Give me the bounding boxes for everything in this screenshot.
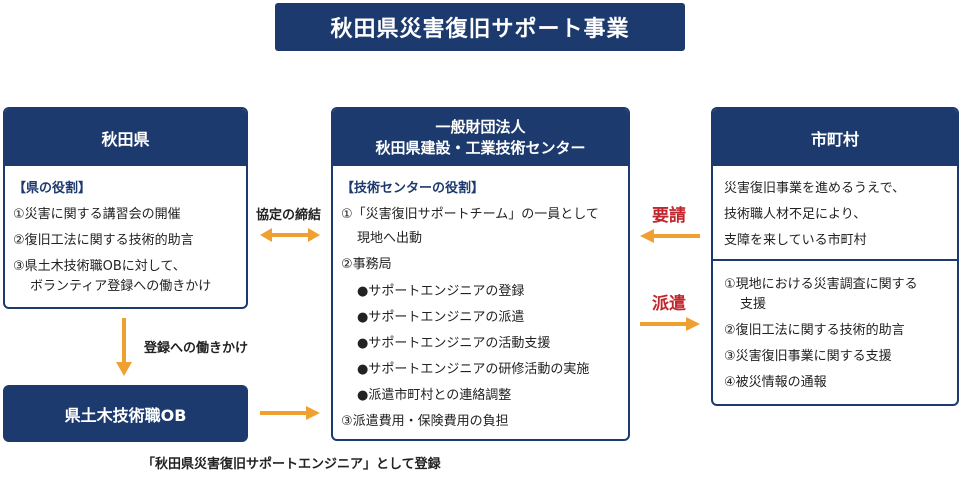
- request-label: 要請: [652, 206, 686, 226]
- technology-center-box: 一般財団法人 秋田県建設・工業技術センター 【技術センターの役割】 ①「災害復旧…: [331, 107, 630, 441]
- request-arrow-icon: [640, 229, 700, 243]
- municipality-support-item: ②復旧工法に関する技術的助言: [724, 323, 905, 338]
- municipality-description: 技術職人材不足により、: [724, 207, 867, 222]
- municipality-support-item: ①現地における災害調査に関する: [724, 277, 918, 292]
- technology-center-header-line1: 一般財団法人: [435, 117, 526, 136]
- ob-to-center-arrow-icon: [260, 406, 320, 420]
- center-secretariat-item: ●サポートエンジニアの派遣: [357, 310, 525, 325]
- prefecture-role-heading: 【県の役割】: [13, 181, 92, 196]
- center-role-heading: 【技術センターの役割】: [341, 181, 485, 196]
- center-secretariat-item: ●派遣市町村との連絡調整: [357, 388, 512, 403]
- municipality-title: 市町村: [810, 129, 859, 149]
- center-role-item-continued: 現地へ出動: [357, 231, 423, 246]
- akita-prefecture-header: 秋田県: [5, 109, 246, 166]
- ob-engineers-box: 県土木技術職OB: [3, 385, 248, 442]
- municipality-header: 市町村: [713, 109, 957, 166]
- municipality-description: 支障を来している市町村: [724, 233, 867, 248]
- center-role-item: ①「災害復旧サポートチーム」の一員として: [341, 207, 599, 222]
- agreement-double-arrow-icon: [260, 228, 320, 242]
- dispatch-arrow-icon: [640, 317, 700, 331]
- footer-note: 「秋田県災害復旧サポートエンジニア」として登録: [142, 457, 441, 472]
- prefecture-role-item: ①災害に関する講習会の開催: [13, 207, 181, 222]
- technology-center-header: 一般財団法人 秋田県建設・工業技術センター: [333, 109, 628, 166]
- prefecture-role-item-continued: ボランティア登録への働きかけ: [30, 279, 212, 294]
- akita-prefecture-title: 秋田県: [101, 129, 150, 149]
- registration-push-label: 登録への働きかけ: [144, 341, 249, 356]
- municipality-support-item-continued: 支援: [740, 297, 767, 312]
- municipality-support-item: ④被災情報の通報: [724, 375, 827, 390]
- municipality-description: 災害復旧事業を進めるうえで、: [724, 181, 906, 196]
- akita-prefecture-box: 秋田県 【県の役割】 ①災害に関する講習会の開催 ②復旧工法に関する技術的助言 …: [3, 107, 248, 309]
- municipality-box: 市町村 災害復旧事業を進めるうえで、 技術職人材不足により、 支障を来している市…: [711, 107, 959, 406]
- center-secretariat-item: ●サポートエンジニアの登録: [357, 284, 525, 299]
- center-secretariat-item: ●サポートエンジニアの活動支援: [357, 336, 551, 351]
- page-title: 秋田県災害復旧サポート事業: [275, 3, 685, 51]
- municipality-support-item: ③災害復旧事業に関する支援: [724, 349, 892, 364]
- registration-down-arrow-icon: [116, 318, 132, 376]
- municipality-divider: [713, 259, 957, 261]
- center-secretariat-item: ●サポートエンジニアの研修活動の実施: [357, 362, 590, 377]
- center-role-item: ③派遣費用・保険費用の負担: [341, 414, 509, 429]
- prefecture-role-item: ②復旧工法に関する技術的助言: [13, 233, 194, 248]
- center-role-item: ②事務局: [341, 257, 392, 272]
- prefecture-role-item: ③県土木技術職OBに対して、: [13, 259, 186, 274]
- dispatch-label: 派遣: [652, 294, 686, 314]
- technology-center-header-line2: 秋田県建設・工業技術センター: [375, 138, 586, 157]
- agreement-label: 協定の締結: [256, 208, 322, 223]
- ob-engineers-label: 県土木技術職OB: [64, 405, 187, 425]
